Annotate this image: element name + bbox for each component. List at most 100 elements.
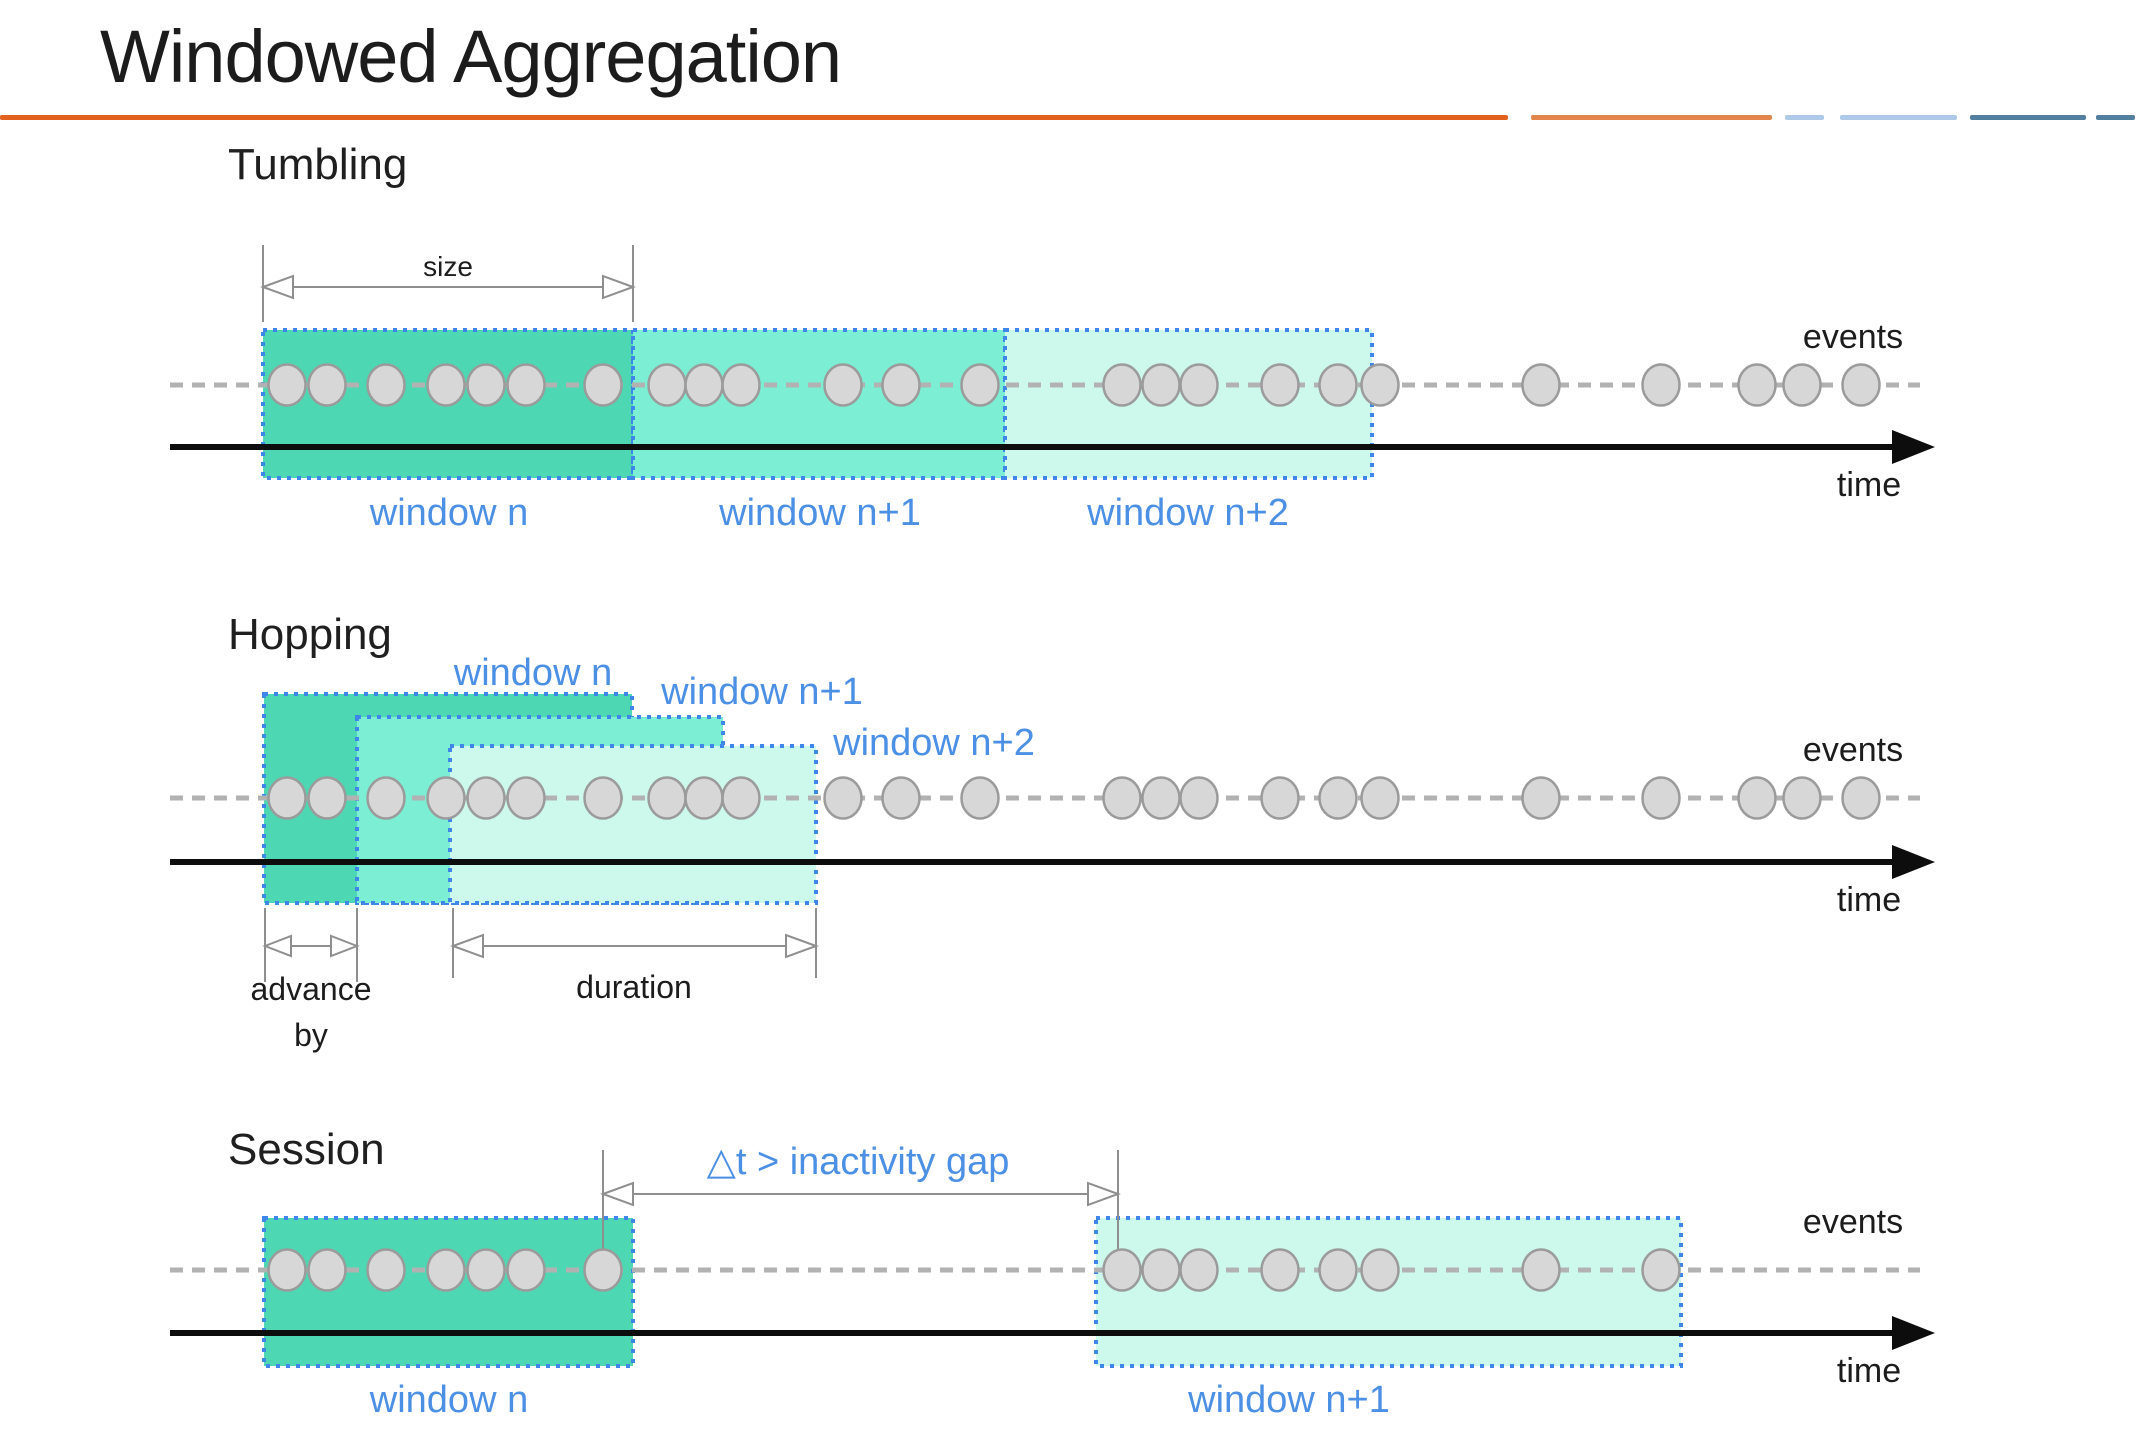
event-dot [1179,363,1219,407]
event-dot [1318,1248,1358,1292]
event-dot [1318,363,1358,407]
arrow-right-icon [602,274,636,300]
arrow-left-icon [450,933,484,959]
window-rect [1003,328,1374,480]
hopping-section-label: Hopping [228,610,392,659]
event-dot [881,363,921,407]
event-dot [1641,363,1681,407]
event-dot [1782,363,1822,407]
tumbling-size-measure [260,245,636,322]
window-rect [262,1216,635,1368]
session-section-label: Session [228,1125,385,1174]
event-dot [1102,776,1142,820]
event-dot [583,776,623,820]
event-dot [1260,363,1300,407]
window-rect [448,744,818,905]
window-rect [1094,1216,1683,1368]
session-gap-label: △t > inactivity gap [707,1141,1010,1183]
event-dot [823,363,863,407]
hopping-time-label: time [1837,881,1901,919]
tumbling-window-n1-label: window n+1 [718,492,921,534]
event-dot [307,363,347,407]
arrow-left-icon [600,1181,634,1207]
arrow-right-icon [1087,1181,1121,1207]
divider-segment [2096,115,2135,120]
event-dot [1141,776,1181,820]
divider [0,115,2135,120]
duration-label: duration [576,969,692,1005]
event-dot [684,776,724,820]
event-dot [426,776,466,820]
event-dot [506,363,546,407]
window-rect [631,328,1007,480]
windows-layer [261,328,1683,1368]
event-dot [267,1248,307,1292]
divider-segment [0,115,1508,120]
event-dot [466,776,506,820]
event-dot [1260,1248,1300,1292]
event-dot [307,776,347,820]
event-dot [1179,1248,1219,1292]
arrow-right-icon [330,934,360,958]
event-dot [366,363,406,407]
event-dot [721,776,761,820]
event-dot [1260,776,1300,820]
hopping-events-label: events [1803,731,1903,769]
event-dot [960,776,1000,820]
event-dot [583,363,623,407]
event-dot [307,1248,347,1292]
dots-layer [267,363,1881,1292]
divider-segment [1785,115,1824,120]
session-gap-measure [600,1150,1121,1256]
event-dot [1521,1248,1561,1292]
event-dot [1737,776,1777,820]
event-dot [684,363,724,407]
tumbling-window-n2-label: window n+2 [1086,492,1289,534]
session-events-label: events [1803,1203,1903,1241]
page-title: Windowed Aggregation [100,15,841,98]
event-dot [426,363,466,407]
event-dot [823,776,863,820]
event-dot [1360,776,1400,820]
divider-segment [1970,115,2086,120]
event-dot [1360,1248,1400,1292]
event-dot [583,1248,623,1292]
session-time-label: time [1837,1352,1901,1390]
arrow-right-icon [785,933,819,959]
tumbling-time-arrowhead-icon [1892,430,1935,464]
event-dot [1737,363,1777,407]
event-dot [1360,363,1400,407]
event-dot [506,776,546,820]
tumbling-time-label: time [1837,466,1901,504]
hopping-window-n1-label: window n+1 [660,671,863,713]
event-dot [960,363,1000,407]
event-dot [1521,776,1561,820]
session-time-arrowhead-icon [1892,1316,1935,1350]
arrow-left-icon [260,274,294,300]
event-dot [1841,776,1881,820]
hopping-window-n2-label: window n+2 [832,722,1035,764]
tumbling-events-label: events [1803,318,1903,356]
event-dot [466,363,506,407]
event-dot [881,776,921,820]
size-label: size [423,251,473,282]
event-dot [506,1248,546,1292]
hopping-window-n-label: window n [453,652,612,694]
advance-by-label: by [294,1017,328,1053]
event-dot [267,776,307,820]
event-dot [1841,363,1881,407]
tumbling-section-label: Tumbling [228,140,407,189]
event-dot [1521,363,1561,407]
event-dot [1141,1248,1181,1292]
labels-layer: Tumbling size events time window n windo… [228,140,1903,1421]
advance-label: advance [251,971,372,1007]
hopping-advance-measure [262,908,360,982]
session-window-n1-label: window n+1 [1187,1379,1390,1421]
divider-segment [1840,115,1957,120]
event-dot [1782,776,1822,820]
event-dot [366,1248,406,1292]
event-dot [366,776,406,820]
arrow-left-icon [262,934,292,958]
